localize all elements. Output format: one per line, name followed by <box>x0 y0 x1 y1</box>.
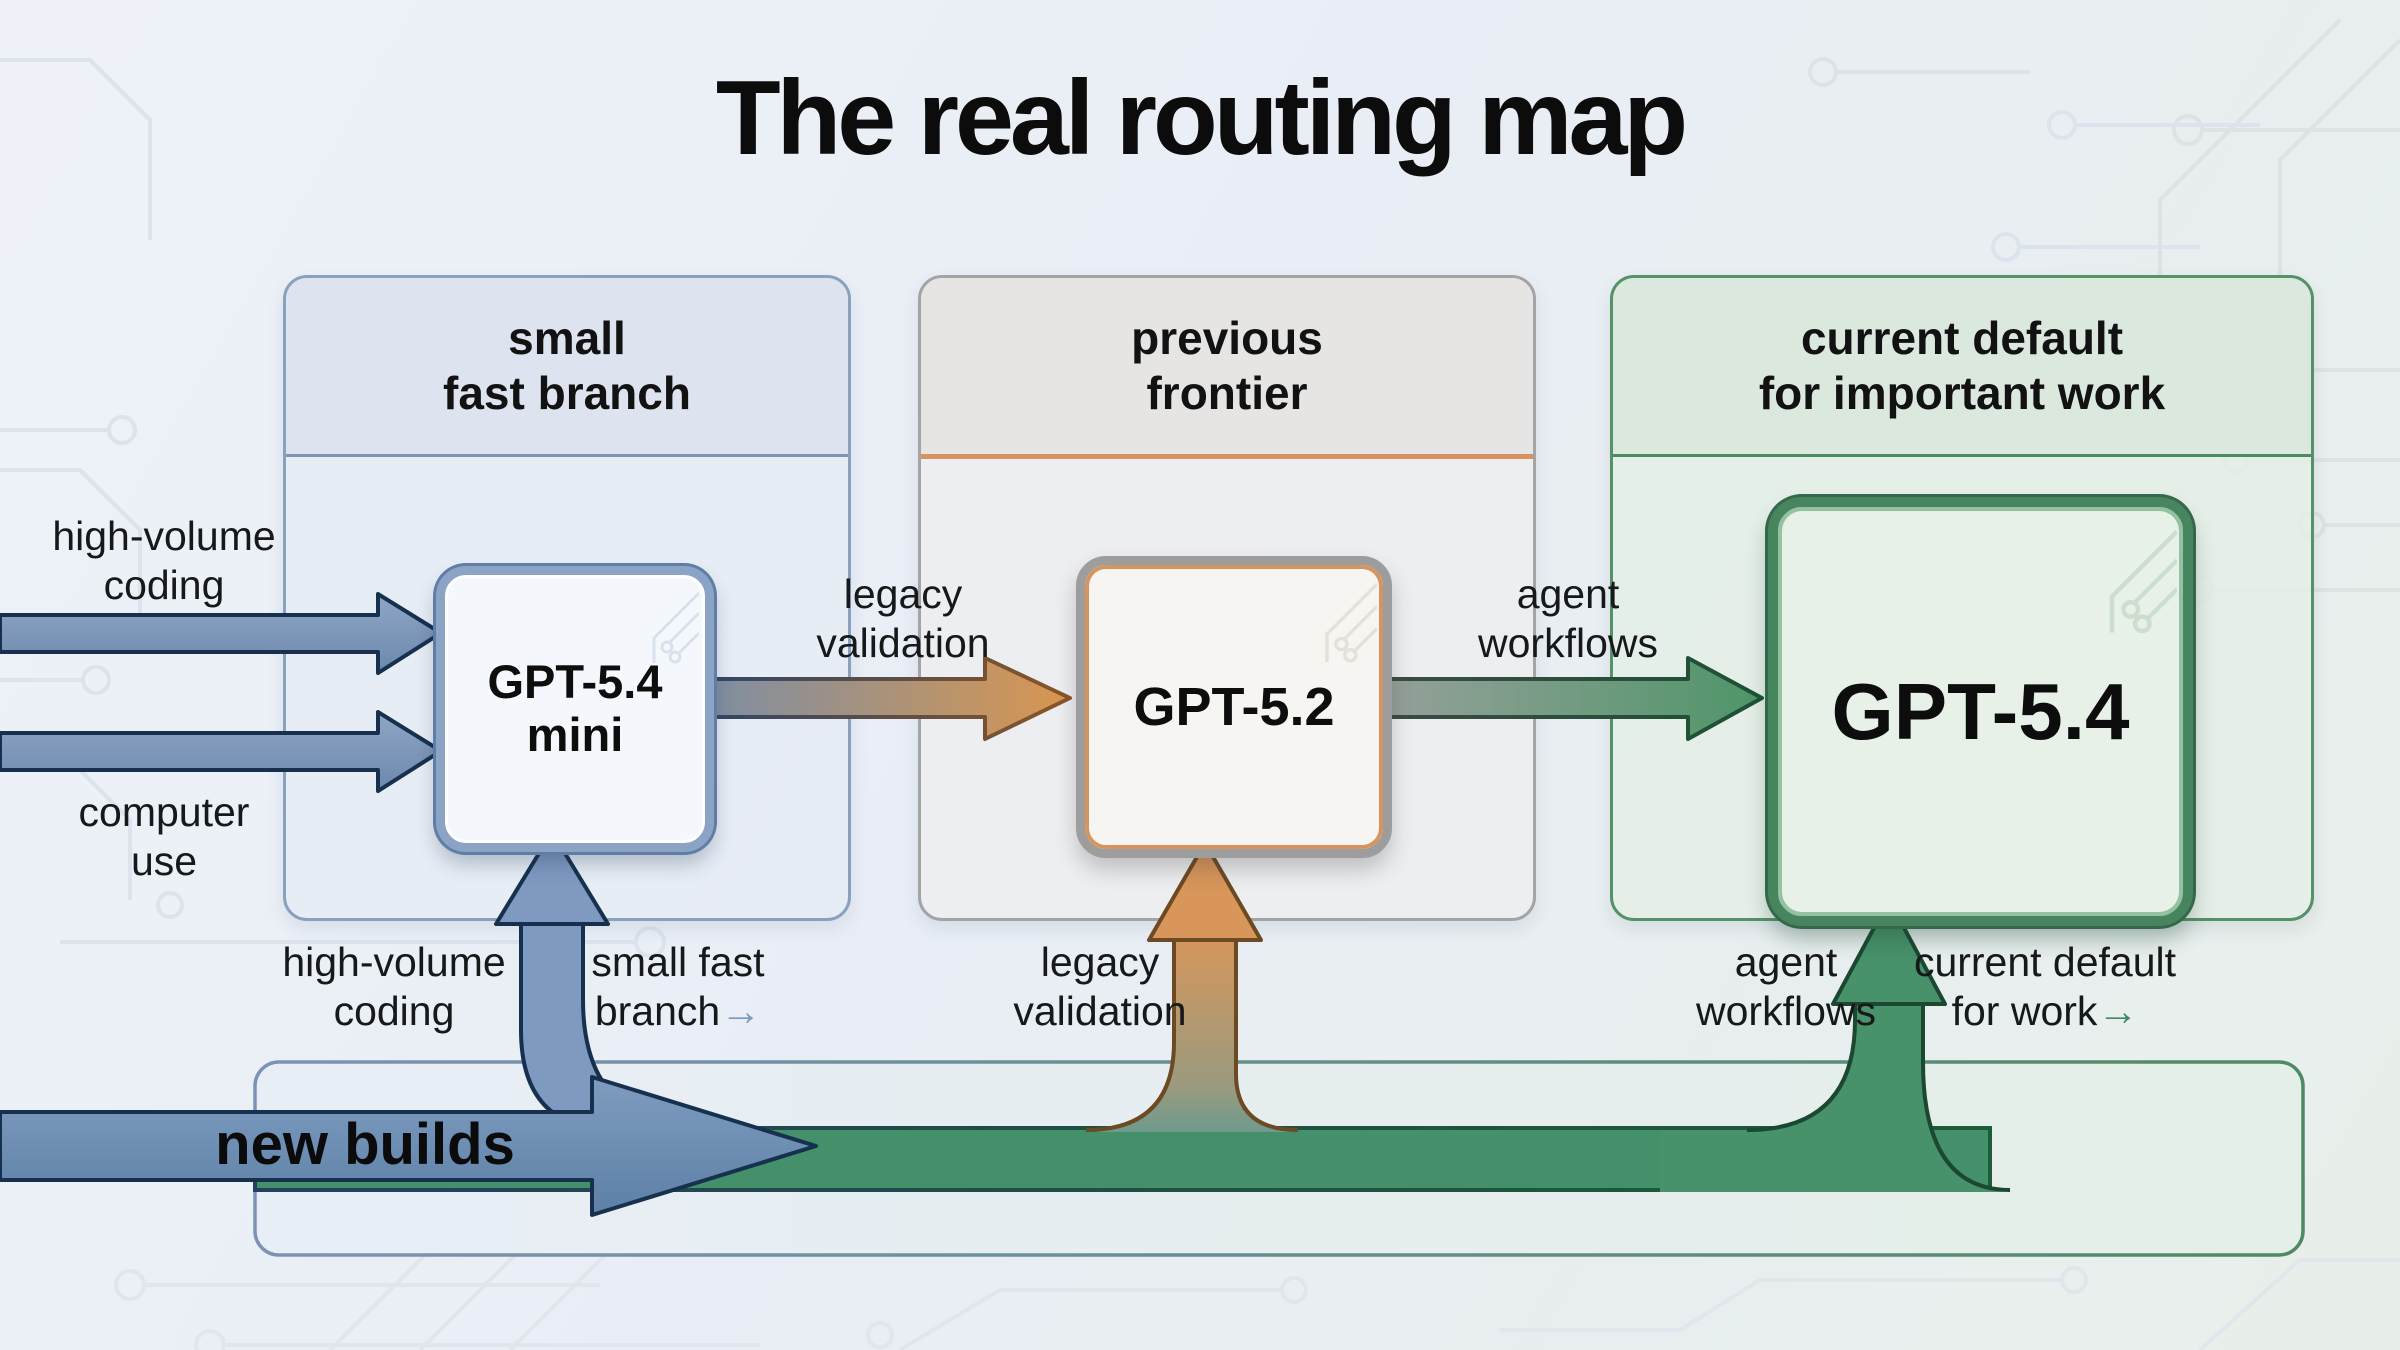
model-box-current-label: GPT-5.4 <box>1831 666 2130 756</box>
label-legacy-validation-branch: legacy validation <box>1013 939 1187 1035</box>
label-legacy-validation-top: legacy validation <box>816 571 990 667</box>
panel-previous-frontier-header: previous frontier <box>921 278 1533 459</box>
label-small-fast-branch: small fast branch→ <box>528 938 828 1036</box>
panel-current-default-header: current default for important work <box>1613 278 2311 457</box>
label-current-default-branch: current default for work→ <box>1880 938 2210 1036</box>
model-box-prev-label: GPT-5.2 <box>1133 676 1335 737</box>
right-arrow-icon: → <box>720 988 762 1035</box>
model-box-gpt-5-4-mini: GPT-5.4 mini <box>436 566 714 852</box>
label-small-fast-branch-text: small fast branch <box>591 939 765 1035</box>
right-arrow-icon: → <box>2097 988 2139 1035</box>
page-title: The real routing map <box>715 59 1688 177</box>
model-box-gpt-5-2: GPT-5.2 <box>1076 556 1392 858</box>
label-current-default-text: current default for work <box>1913 939 2177 1035</box>
circuit-traces-icon <box>1325 582 1377 663</box>
panel-small-fast-branch-header: small fast branch <box>286 278 848 457</box>
label-computer-use-input: computer use <box>78 789 250 885</box>
circuit-traces-icon <box>652 591 699 664</box>
label-high-volume-coding-branch: high-volume coding <box>282 939 506 1035</box>
circuit-traces-icon <box>2109 529 2177 634</box>
label-high-volume-coding-input: high-volume coding <box>52 513 276 609</box>
label-agent-workflows-branch: agent workflows <box>1696 939 1876 1035</box>
label-agent-workflows-top: agent workflows <box>1478 571 1658 667</box>
model-box-mini-label: GPT-5.4 mini <box>487 655 663 761</box>
label-new-builds: new builds <box>215 1112 515 1177</box>
model-box-gpt-5-4: GPT-5.4 <box>1768 497 2193 926</box>
